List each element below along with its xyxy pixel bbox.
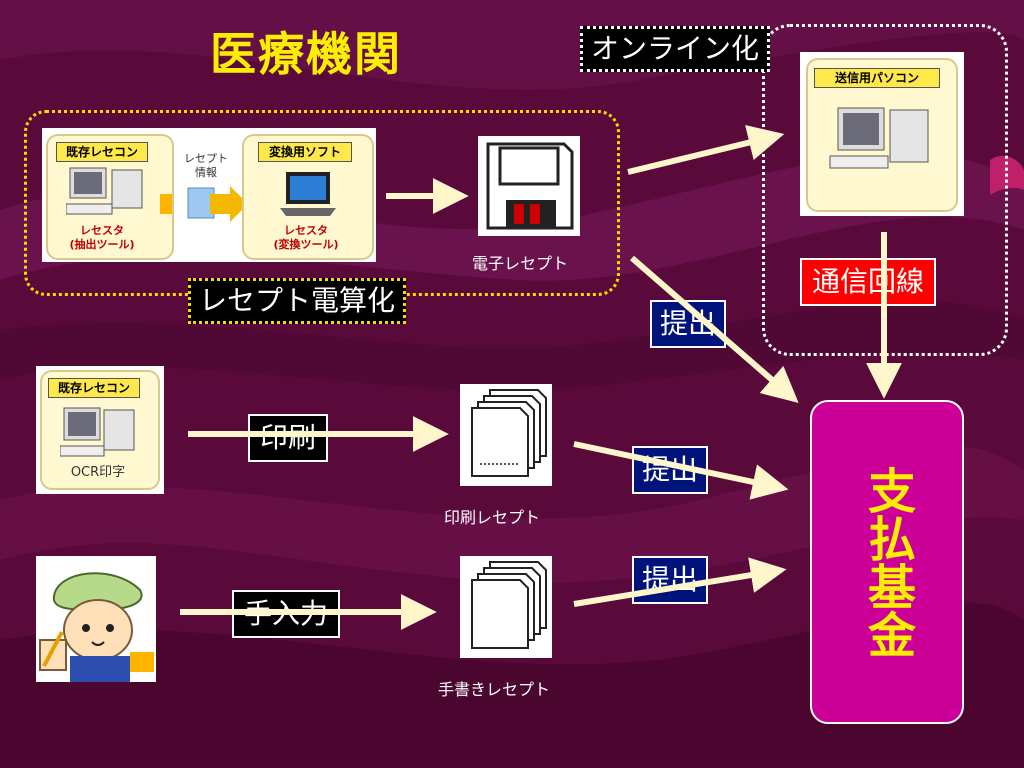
arrow-icon: [627, 125, 785, 175]
online-label: オンライン化: [580, 26, 771, 72]
print-label: 印刷: [248, 414, 329, 462]
arrow-icon: [573, 557, 787, 607]
handwritten-receipt-caption: 手書きレセプト: [438, 680, 551, 699]
handwritten-receipt-image: [460, 556, 552, 658]
ocr-print-caption: OCR印字: [70, 465, 126, 480]
receipt-computerization-label: レセプト電算化: [188, 278, 407, 324]
electronic-receipt-caption: 電子レセプト: [472, 254, 569, 273]
transfer-arrow-icon: [160, 186, 248, 222]
existing-system-panel: 既存レセコン レセスタ (抽出ツール) レセプト 情報 変換用ソフト レセスタ …: [42, 128, 376, 262]
ocr-panel: 既存レセコン OCR印字: [36, 366, 164, 494]
desktop-computer-icon: [60, 407, 135, 457]
desktop-computer-icon: [829, 107, 929, 169]
page-title: 医療機関: [210, 27, 402, 81]
submit-label-handwritten: 提出: [632, 556, 709, 604]
printed-receipt-caption: 印刷レセプト: [444, 508, 541, 527]
ocr-existing-computer-label: 既存レセコン: [48, 378, 140, 398]
conversion-software-label: 変換用ソフト: [258, 142, 352, 162]
comm-line-label: 通信回線: [800, 258, 937, 306]
sender-pc-label: 送信用パソコン: [814, 68, 940, 88]
desktop-computer-icon: [66, 167, 143, 215]
payment-fund-box: 支払基金: [810, 400, 964, 724]
floppy-disk-icon: [486, 142, 574, 230]
extraction-tool-caption-2: (抽出ツール): [69, 238, 135, 251]
document-stack-icon: [471, 561, 547, 649]
conversion-tool-caption-2: (変換ツール): [273, 238, 339, 251]
document-stack-icon: [471, 389, 547, 477]
existing-receipt-computer-label: 既存レセコン: [56, 142, 148, 162]
submit-label-electronic: 提出: [650, 300, 727, 348]
receipt-info-label-1: レセプト: [184, 152, 228, 165]
person-writing-image: [36, 556, 156, 682]
laptop-icon: [280, 172, 336, 216]
electronic-receipt-image: [478, 136, 580, 236]
arrow-icon: [630, 255, 799, 404]
person-writing-icon: [39, 572, 154, 682]
sender-pc-panel: 送信用パソコン: [800, 52, 964, 216]
receipt-info-label-2: 情報: [195, 166, 217, 179]
conversion-tool-caption-1: レセスタ: [284, 224, 328, 237]
extraction-tool-caption-1: レセスタ: [80, 224, 124, 237]
arrow-icon: [573, 441, 789, 500]
printed-receipt-image: [460, 384, 552, 486]
